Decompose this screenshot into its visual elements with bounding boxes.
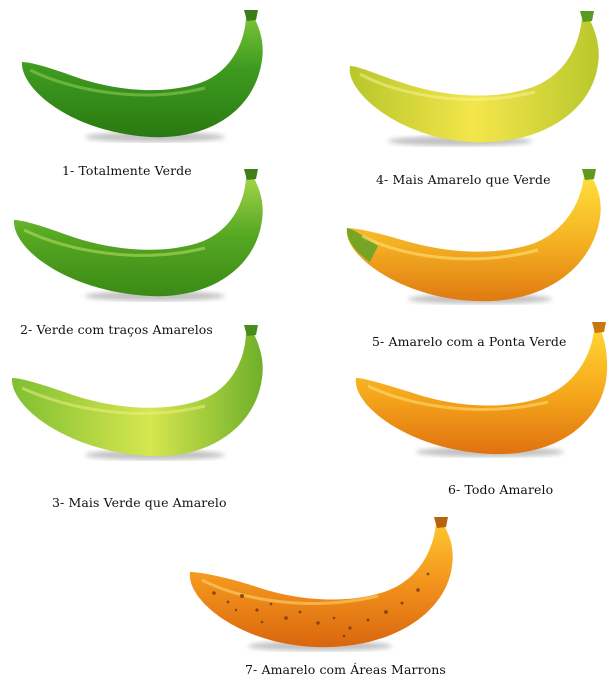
banana-7: [190, 517, 453, 651]
banana-4-caption: 4- Mais Amarelo que Verde: [376, 172, 551, 187]
banana-3: [12, 325, 263, 460]
banana-2: [14, 169, 263, 301]
banana-1-caption: 1- Totalmente Verde: [62, 163, 192, 178]
banana-5: [347, 169, 601, 304]
banana-6-caption: 6- Todo Amarelo: [448, 482, 553, 497]
banana-3-caption: 3- Mais Verde que Amarelo: [52, 495, 227, 510]
banana-1: [22, 10, 263, 142]
banana-5-caption: 5- Amarelo com a Ponta Verde: [372, 334, 567, 349]
banana-2-caption: 2- Verde com traços Amarelos: [20, 322, 213, 337]
banana-7-caption: 7- Amarelo com Áreas Marrons: [245, 662, 446, 677]
banana-4: [350, 11, 599, 146]
